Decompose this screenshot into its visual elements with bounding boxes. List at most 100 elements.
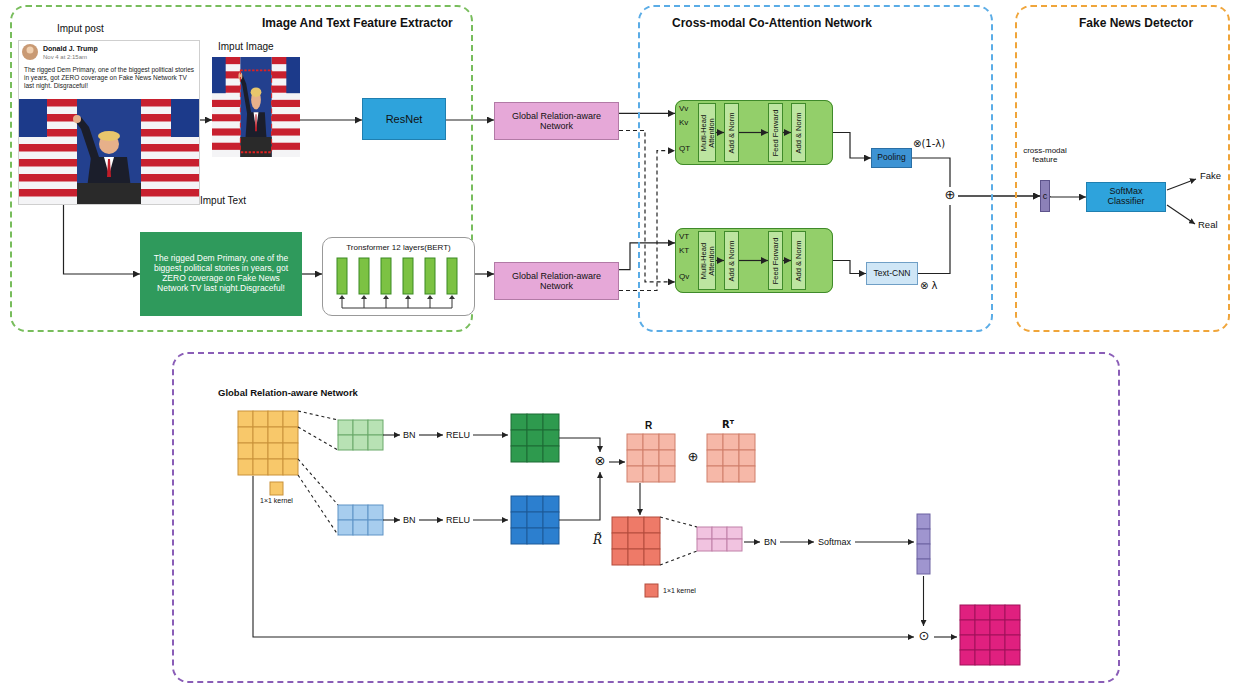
node-text: ResNet (386, 113, 423, 126)
flow-line (639, 483, 640, 515)
illustration-part (337, 258, 347, 294)
node-text: Add & Norm (795, 105, 803, 160)
dashed-connector (619, 151, 675, 291)
connector (619, 243, 675, 270)
module-panel: Image And Text Feature ExtractorImput po… (10, 5, 473, 332)
connector (833, 133, 871, 159)
matrix-cell (543, 528, 559, 544)
matrix-cell (975, 620, 990, 635)
flow-line (660, 551, 697, 565)
flow-line (383, 434, 400, 435)
flow-line (559, 472, 600, 520)
illustration-part (171, 99, 199, 137)
module-panel: Global Relation-aware Network (172, 352, 1120, 683)
relation-box: Global Relation-aware Network (494, 102, 619, 140)
matrix-cell (739, 450, 755, 466)
flow-line (559, 438, 600, 452)
matrix-cell (612, 549, 628, 565)
flow-line (934, 636, 957, 637)
flow-line (660, 517, 697, 527)
matrix-cell (990, 635, 1005, 650)
matrix-cell (917, 529, 930, 544)
text-box: Imput TextThe rigged Dem Primary, one of… (140, 232, 302, 316)
flow-line (1167, 205, 1195, 224)
matrix-cell (283, 459, 298, 475)
illustration-part (73, 115, 81, 123)
flow-line (419, 434, 443, 435)
connector (783, 260, 791, 261)
illustration-part (27, 47, 34, 54)
illustration-part (19, 174, 77, 182)
matrix-cell (543, 430, 559, 446)
heading: Imput post (57, 23, 104, 34)
matrix-name: Rᵀ (722, 419, 734, 430)
connector (833, 261, 866, 274)
illustration-part (212, 114, 240, 121)
connector (1050, 196, 1086, 197)
weight-operator: ⊗(1-λ) (913, 138, 945, 149)
illustration-part (107, 159, 111, 177)
matrix-cell (338, 505, 353, 520)
illustration-part (383, 295, 389, 299)
node-text: c (1043, 191, 1048, 201)
matrix-cell (527, 512, 543, 528)
illustration-part (98, 131, 120, 141)
flow-line (298, 411, 338, 420)
illustration-part (212, 57, 226, 93)
flow-line (298, 427, 338, 450)
matrix-cell (975, 605, 990, 620)
matrix-cell (368, 435, 383, 450)
matrix-cell (527, 528, 543, 544)
operation-name: RELU (446, 515, 470, 525)
matrix-cell (612, 533, 628, 549)
matrix-cell (643, 450, 659, 466)
illustration-part (447, 258, 457, 294)
resnet-box: ResNet (362, 98, 446, 140)
author-name: Donald J. Trump (43, 45, 98, 52)
product-operator: ⊙ (916, 628, 932, 646)
operation-name: BN (403, 515, 416, 525)
output-class: Real (1198, 219, 1218, 230)
relation-box: Global Relation-aware Network (494, 262, 619, 300)
matrix-cell (723, 434, 739, 450)
kernel-note: 1×1 kernel (663, 587, 696, 594)
connector (300, 119, 362, 120)
heading: Imput Image (218, 41, 274, 52)
illustration-part (19, 144, 77, 152)
operation-name: BN (764, 537, 777, 547)
norm-layer: Add & Norm (791, 103, 806, 162)
input-name: Qv (679, 272, 689, 281)
matrix-cell (253, 427, 268, 443)
matrix-cell (511, 528, 527, 544)
matrix-cell (253, 443, 268, 459)
output-class: Fake (1200, 170, 1221, 181)
node-text: Add & Norm (795, 233, 803, 288)
post-text: The rigged Dem Primary, one of the bigge… (24, 66, 196, 90)
matrix-cell (723, 466, 739, 482)
matrix-cell (1005, 650, 1020, 665)
illustration-part (212, 57, 300, 157)
flow-line (298, 459, 338, 505)
connector (716, 132, 724, 133)
connector (739, 132, 768, 133)
attention-block: VvKvQTMulti-Head AttentionAdd & NormFeed… (675, 100, 833, 165)
connector (739, 260, 768, 261)
input-name: QT (679, 144, 690, 153)
matrix-cell (268, 459, 283, 475)
illustration-part (212, 100, 240, 107)
matrix-cell (628, 517, 644, 533)
matrix-cell (975, 635, 990, 650)
matrix-cell (543, 414, 559, 430)
matrix-cell (627, 450, 643, 466)
matrix-cell (917, 559, 930, 574)
illustration-part (408, 299, 409, 308)
illustration-part (77, 183, 141, 204)
matrix-cell (511, 414, 527, 430)
feature-vector: cross-modal featurec (1040, 180, 1050, 212)
connector (64, 205, 141, 274)
kernel-note: 1×1 kernel (260, 497, 293, 504)
matrix-cell (511, 430, 527, 446)
node-text: Multi-Head Attention (700, 105, 715, 160)
matrix-cell (627, 434, 643, 450)
matrix-cell (712, 539, 727, 551)
